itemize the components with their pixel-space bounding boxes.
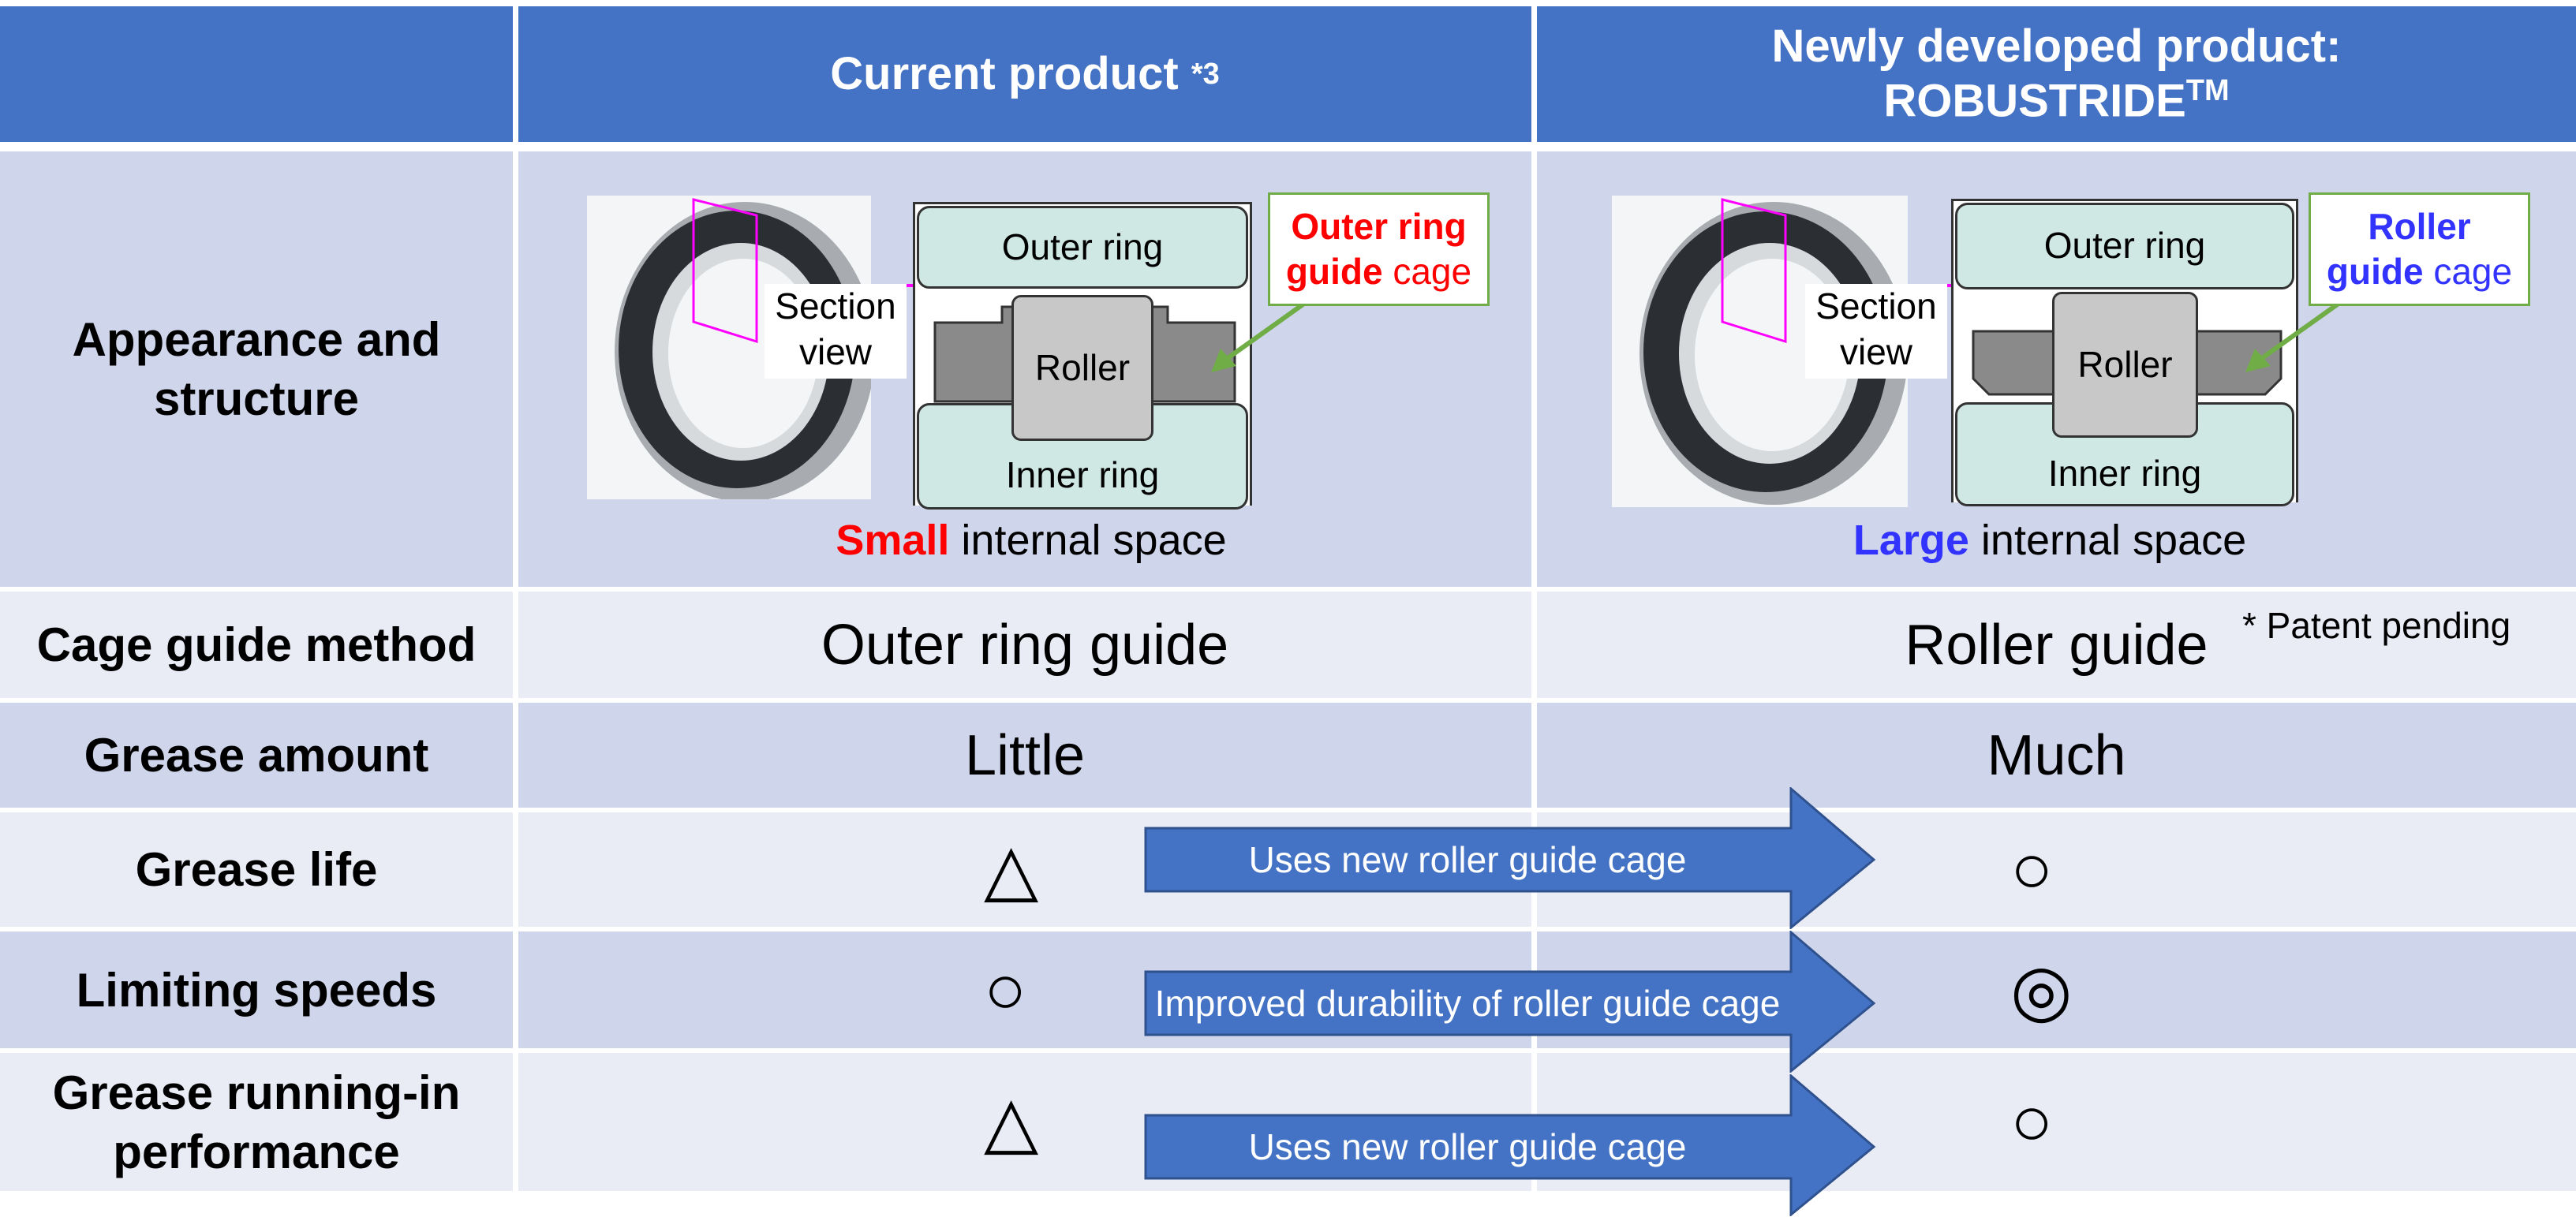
new-cage-label-bold: guide <box>2326 251 2424 292</box>
current-cage-pointer <box>1211 299 1309 372</box>
grease-amount-label: Grease amount <box>0 703 513 808</box>
current-roller: Roller <box>1011 295 1153 441</box>
limiting-speeds-label: Limiting speeds <box>0 931 513 1048</box>
current-internal-space-caption: Small internal space <box>676 516 1386 565</box>
current-cage <box>933 305 1236 403</box>
current-outer-ring: Outer ring <box>917 206 1248 289</box>
grease-life-arrow-label: Uses new roller guide cage <box>1248 839 1687 880</box>
limiting-speeds-arrow <box>1144 931 1876 1073</box>
current-section-view-label: Section view <box>765 284 907 379</box>
trademark-sup: TM <box>2185 74 2230 108</box>
new-cage-label-line1: Roller <box>2368 205 2471 247</box>
current-caption-rest: internal space <box>949 517 1227 564</box>
grease-life-arrow <box>1144 787 1876 929</box>
appearance-new-cell: Section view Outer ring Inner ring Rolle… <box>1537 151 2576 587</box>
appearance-current-cell: Section view Outer ring Inner ring Rolle… <box>518 151 1531 587</box>
new-section-view-label: Section view <box>1805 284 1947 379</box>
current-section-line2: view <box>798 330 873 372</box>
running-in-label: Grease running-in performance <box>0 1053 513 1191</box>
new-cage <box>1972 330 2283 396</box>
header-current-product: Current product *3 <box>518 6 1531 142</box>
limiting-speeds-arrow-label: Improved durability of roller guide cage <box>1154 983 1781 1024</box>
current-cage-label-bold: guide <box>1285 251 1383 292</box>
current-product-title: Current product <box>830 47 1179 99</box>
new-section-diagram: Outer ring Inner ring Roller <box>1951 199 2298 506</box>
current-cage-label-line1: Outer ring <box>1291 205 1467 247</box>
current-product-footnote: *3 <box>1191 57 1220 91</box>
grease-life-label: Grease life <box>0 812 513 927</box>
grease-amount-current: Little <box>518 703 1531 808</box>
current-cage-label: Outer ring guide cage <box>1268 192 1490 306</box>
header-new-product: Newly developed product: ROBUSTRIDETM <box>1537 6 2576 142</box>
new-cage-label: Roller guide cage <box>2309 192 2530 306</box>
running-in-label-line2: performance <box>113 1125 400 1178</box>
new-internal-space-caption: Large internal space <box>1695 516 2405 565</box>
running-in-arrow <box>1144 1074 1876 1216</box>
running-in-arrow-label: Uses new roller guide cage <box>1248 1126 1687 1167</box>
current-bearing-photo <box>587 196 871 499</box>
patent-pending-note: * Patent pending <box>2242 605 2511 646</box>
appearance-label: Appearance and structure <box>0 151 513 587</box>
cage-guide-new-value: Roller guide <box>1905 613 2208 677</box>
new-cage-pointer <box>2245 299 2343 372</box>
current-caption-bold: Small <box>836 517 950 564</box>
new-section-line1: Section <box>1815 286 1937 327</box>
grease-amount-new: Much <box>1537 703 2576 808</box>
cage-guide-label: Cage guide method <box>0 592 513 698</box>
cage-guide-new: Roller guide * Patent pending <box>1537 592 2576 698</box>
appearance-label-line1: Appearance and <box>72 313 441 366</box>
appearance-label-line2: structure <box>153 372 360 425</box>
current-section-diagram: Outer ring Inner ring Roller <box>913 202 1252 510</box>
current-cage-label-rest: cage <box>1382 251 1472 292</box>
header-empty-cell <box>0 6 513 142</box>
new-roller: Roller <box>2052 292 2198 438</box>
new-product-title-line1: Newly developed product: <box>1771 20 2342 72</box>
current-section-line1: Section <box>775 286 896 327</box>
running-in-label-line1: Grease running-in <box>52 1066 461 1119</box>
new-caption-rest: internal space <box>1968 517 2247 564</box>
new-cage-label-rest: cage <box>2423 251 2513 292</box>
cage-guide-current: Outer ring guide <box>518 592 1531 698</box>
new-product-title-line2: ROBUSTRIDE <box>1883 75 2186 127</box>
new-outer-ring: Outer ring <box>1955 203 2294 289</box>
new-section-line2: view <box>1839 330 1913 372</box>
new-caption-bold: Large <box>1853 517 1969 564</box>
